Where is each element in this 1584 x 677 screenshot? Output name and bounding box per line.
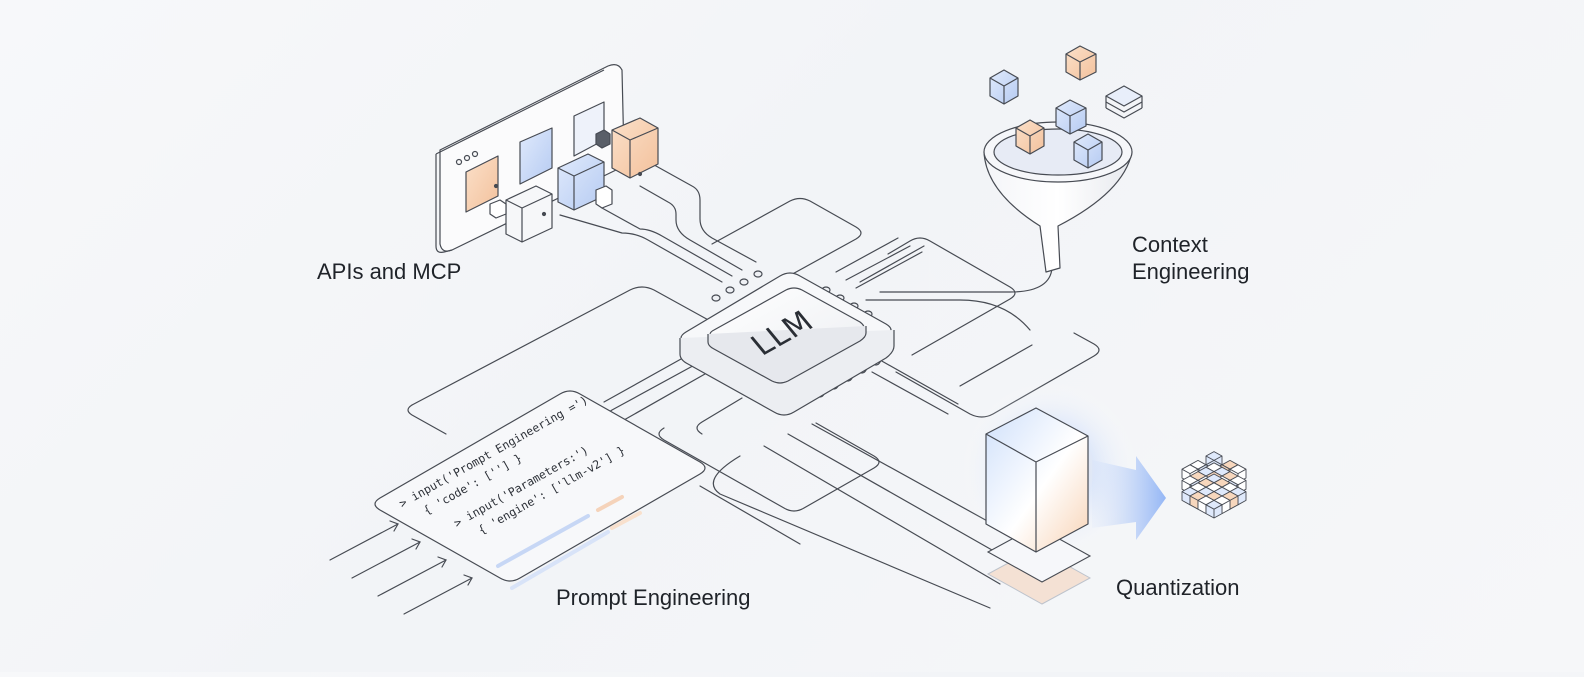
api-module-panel-icon <box>435 64 659 253</box>
funnel-cube-blue-2 <box>1073 133 1103 169</box>
code-panel: > input('Prompt Engineering =') { 'code'… <box>374 390 706 590</box>
label-quantization: Quantization <box>1116 575 1240 600</box>
input-arrowheads <box>389 520 473 586</box>
label-context-line-1: Context <box>1132 232 1208 257</box>
label-prompt-engineering: Prompt Engineering <box>556 585 751 610</box>
funnel-cube-blue-1 <box>1055 99 1087 135</box>
cube-cluster <box>1181 451 1247 519</box>
cube-to-cluster-icon <box>960 380 1247 605</box>
floating-stack-icon <box>1105 85 1143 119</box>
floating-cube-peach <box>1065 45 1097 81</box>
label-context-engineering: Context Engineering <box>1132 231 1249 285</box>
funnel-cube-peach <box>1015 119 1045 155</box>
llm-chip-icon: LLM <box>679 270 895 416</box>
cluster-cube-edge <box>1205 504 1223 518</box>
floating-cube-blue <box>989 69 1019 105</box>
label-context-line-2: Engineering <box>1132 259 1250 284</box>
label-apis-and-mcp: APIs and MCP <box>317 259 462 284</box>
funnel-with-cubes-icon <box>983 45 1143 273</box>
